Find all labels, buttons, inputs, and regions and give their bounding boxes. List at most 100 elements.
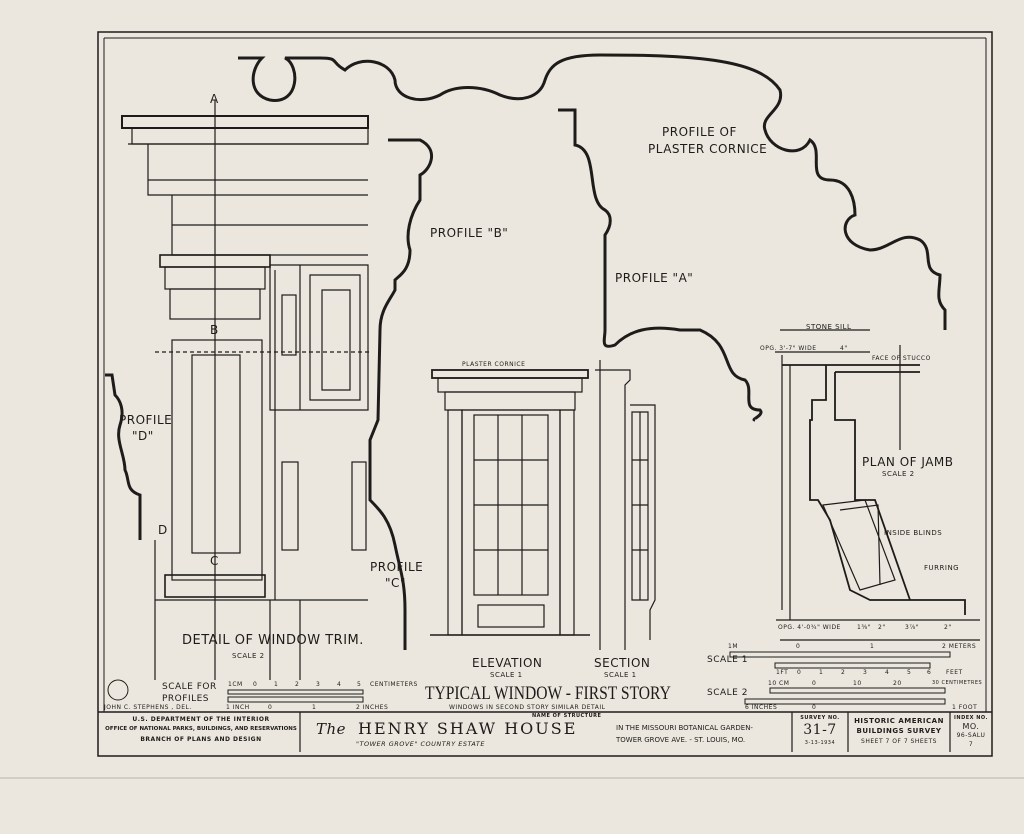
tick-label: 1CM (228, 681, 243, 688)
detail-title: DETAIL OF WINDOW TRIM. (182, 633, 364, 648)
tick-label: 20 (893, 680, 902, 687)
sheet-border (97, 31, 993, 757)
label-furring: FURRING (924, 564, 960, 572)
scale1-label: SCALE 1 (707, 655, 748, 665)
tick-label: 0 (268, 704, 273, 711)
habs-line-1: HISTORIC AMERICAN (854, 717, 944, 725)
tick-label: 1 (312, 704, 317, 711)
tick-label: 5 (357, 681, 362, 688)
location-line-2: TOWER GROVE AVE. - ST. LOUIS, MO. (616, 736, 746, 744)
label-face-of-stucco: FACE OF STUCCO (872, 355, 931, 362)
label-profile-c: PROFILE (370, 560, 424, 574)
label-plaster-cornice-elev: PLASTER CORNICE (462, 361, 526, 368)
tick-label: 0 (796, 643, 801, 650)
label-profile-d: PROFILE (119, 413, 173, 427)
section-mark-c: C (210, 554, 219, 568)
tick-label: 0 (812, 704, 817, 711)
label-inside-blinds: INSIDE BLINDS (884, 529, 943, 537)
index-line-2: 96-SALU (956, 732, 986, 739)
scale-bars (227, 651, 951, 705)
window-elevation (430, 360, 601, 650)
tick-label: 1 (274, 681, 279, 688)
tick-label: FEET (946, 669, 963, 676)
scale-profiles-label-2: PROFILES (162, 694, 210, 704)
section-title: SECTION (594, 656, 651, 670)
window-trim-detail (121, 100, 370, 680)
index-line-3: 7 (968, 741, 974, 748)
tick-label: 6 (927, 669, 932, 676)
tick-label: 2 (841, 669, 846, 676)
index-line-1: MO. (962, 722, 980, 731)
scale2-label: SCALE 2 (707, 688, 748, 698)
detail-scale: SCALE 2 (232, 652, 265, 660)
dim-4: 2" (944, 624, 952, 631)
survey-date: 3-13-1934 (804, 740, 836, 746)
plan-of-jamb (775, 329, 980, 641)
agency-line-2: OFFICE OF NATIONAL PARKS, BUILDINGS, AND… (105, 726, 297, 732)
name-caption: NAME OF STRUCTURE (532, 713, 602, 719)
tick-label: 1 (819, 669, 824, 676)
tick-label: 2 INCHES (356, 704, 389, 711)
label-profile-d-letter: "D" (132, 429, 154, 443)
scale-profiles-label: SCALE FOR (162, 682, 217, 692)
dim-1: 1⅜" (857, 624, 871, 631)
label-opg-bottom: OPG. 4'-0¾" WIDE (778, 624, 841, 631)
tick-label: 0 (812, 680, 817, 687)
tick-label: 4 (885, 669, 890, 676)
tick-label: 1M (728, 643, 738, 650)
tick-label: 2 (295, 681, 300, 688)
label-four-inch: 4" (840, 345, 848, 352)
structure-subtitle: "TOWER GROVE" COUNTRY ESTATE (356, 740, 485, 748)
dim-2: 2" (878, 624, 886, 631)
sheet-number: SHEET 7 OF 7 SHEETS (861, 738, 937, 745)
tick-label: 10 (853, 680, 862, 687)
elevation-title: ELEVATION (472, 656, 543, 670)
delineator: JOHN C. STEPHENS , DEL. (104, 704, 192, 711)
tick-label: 5 (907, 669, 912, 676)
index-caption: INDEX NO. (954, 715, 988, 721)
tick-label: 3 (316, 681, 321, 688)
habs-line-2: BUILDINGS SURVEY (856, 727, 942, 735)
section-mark-d: D (158, 523, 168, 537)
tick-label: 1 INCH (226, 704, 250, 711)
tick-label: 0 (253, 681, 258, 688)
survey-caption: SURVEY NO. (800, 715, 840, 721)
tick-label: 1 (870, 643, 875, 650)
location-line-1: IN THE MISSOURI BOTANICAL GARDEN- (616, 724, 753, 732)
tick-label: 30 CENTIMETRES (932, 680, 983, 686)
tick-label: 4 (337, 681, 342, 688)
plan-of-jamb-title: PLAN OF JAMB (862, 455, 954, 469)
label-stone-sill: STONE SILL (806, 323, 852, 331)
tick-label: 10 CM (768, 680, 790, 687)
section-mark-a: A (210, 92, 219, 106)
tick-label: 6 INCHES (745, 704, 778, 711)
tick-label: 1FT (776, 669, 789, 676)
label-profile-c-letter: "C" (385, 576, 406, 590)
tick-label: 0 (797, 669, 802, 676)
plaster-cornice-profile (238, 53, 947, 422)
subtitle: WINDOWS IN SECOND STORY SIMILAR DETAIL (449, 704, 606, 711)
profile-d (105, 373, 142, 540)
tick-label: 3 (863, 669, 868, 676)
dim-3: 3⅞" (905, 624, 919, 631)
section-scale: SCALE 1 (604, 671, 637, 679)
tick-label: CENTIMETERS (370, 681, 418, 688)
window-section (595, 369, 656, 650)
label-profile-of: PROFILE OF (662, 125, 737, 139)
label-profile-b: PROFILE "B" (430, 226, 509, 240)
label-opg-top: OPG. 3'-7" WIDE (760, 345, 817, 352)
label-profile-a: PROFILE "A" (615, 271, 694, 285)
tick-label: 2 METERS (942, 643, 977, 650)
agency-line-3: BRANCH OF PLANS AND DESIGN (140, 736, 262, 743)
title-block-dividers (299, 712, 951, 752)
elevation-scale: SCALE 1 (490, 671, 523, 679)
habs-seal (107, 679, 129, 701)
section-mark-b: B (210, 323, 219, 337)
structure-name: HENRY SHAW HOUSE (358, 719, 578, 738)
main-title: TYPICAL WINDOW - FIRST STORY (425, 683, 671, 704)
survey-number: 31-7 (803, 722, 837, 738)
structure-the: The (316, 720, 347, 738)
plan-scale: SCALE 2 (882, 470, 915, 478)
label-plaster-cornice: PLASTER CORNICE (648, 142, 768, 156)
